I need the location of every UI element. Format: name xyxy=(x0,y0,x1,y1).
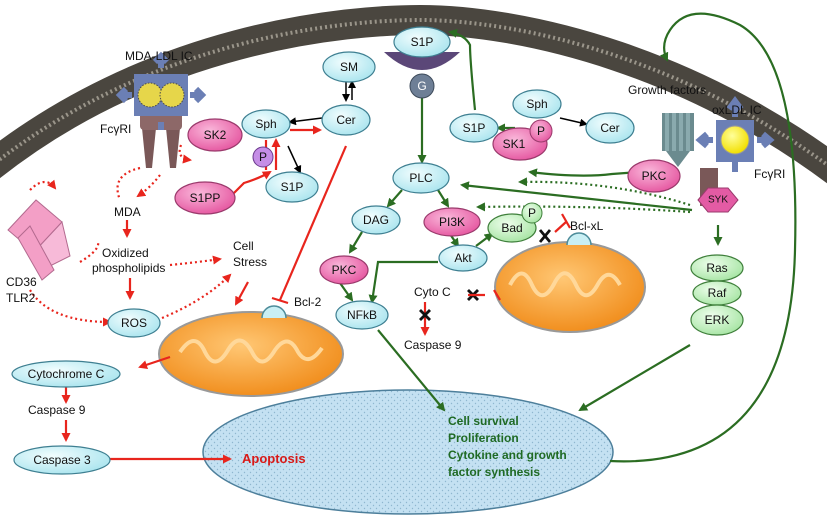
svg-text:ROS: ROS xyxy=(121,316,147,330)
outcome-line-3: Cytokine and growth xyxy=(448,448,567,462)
svg-text:ERK: ERK xyxy=(705,313,730,327)
svg-text:DAG: DAG xyxy=(363,213,389,227)
svg-text:S1P: S1P xyxy=(463,121,486,135)
label-cell: Cell xyxy=(233,239,254,253)
svg-text:PLC: PLC xyxy=(409,171,433,185)
svg-text:PKC: PKC xyxy=(642,169,667,183)
label-oxidized: Oxidized xyxy=(102,246,149,260)
node-pkc-right: PKC xyxy=(627,159,681,193)
svg-text:G: G xyxy=(417,79,426,93)
label-oxldl-ic: oxLDL IC xyxy=(712,103,762,117)
node-nfkb: NFkB xyxy=(335,300,389,330)
svg-text:S1P: S1P xyxy=(411,35,434,49)
svg-text:Bad: Bad xyxy=(501,221,522,235)
black-arrows xyxy=(287,80,588,174)
node-sph-left: Sph xyxy=(241,109,291,139)
red-arrows xyxy=(29,125,567,464)
svg-text:Raf: Raf xyxy=(708,286,727,300)
svg-text:P: P xyxy=(528,206,536,220)
label-bcl-xl: Bcl-xL xyxy=(570,219,604,233)
label-cyto-c: Cyto C xyxy=(414,285,451,299)
node-bad: Bad xyxy=(487,213,537,243)
node-pkc-mid: PKC xyxy=(319,255,369,285)
label-tlr2: TLR2 xyxy=(6,291,36,305)
node-s1pp: S1PP xyxy=(174,181,236,215)
svg-text:Caspase 3: Caspase 3 xyxy=(33,453,91,467)
label-mda: MDA xyxy=(114,205,141,219)
label-bcl2: Bcl-2 xyxy=(294,295,322,309)
node-cytochrome-c: Cytochrome C xyxy=(11,360,121,388)
svg-text:PI3K: PI3K xyxy=(439,215,465,229)
growth-factor-receptor xyxy=(662,113,694,167)
node-p-left: P xyxy=(252,146,274,168)
svg-text:SK1: SK1 xyxy=(503,137,526,151)
label-apoptosis: Apoptosis xyxy=(242,451,306,466)
node-cer-left: Cer xyxy=(321,104,371,136)
svg-text:S1PP: S1PP xyxy=(190,191,221,205)
node-syk: SYK xyxy=(697,187,739,213)
mitochondrion-left xyxy=(158,305,344,397)
node-caspase3: Caspase 3 xyxy=(13,445,111,475)
node-p-bad: P xyxy=(521,202,543,224)
cd36-tlr2-receptor xyxy=(7,199,71,281)
node-ros: ROS xyxy=(107,308,161,338)
outcome-line-2: Proliferation xyxy=(448,431,519,445)
label-cd36: CD36 xyxy=(6,275,37,289)
node-sk2: SK2 xyxy=(187,118,243,152)
node-ras: Ras xyxy=(690,254,744,282)
node-sph-right: Sph xyxy=(512,89,562,119)
label-fcgri-left: FcγRI xyxy=(100,122,131,136)
svg-text:Cer: Cer xyxy=(336,113,355,127)
svg-text:S1P: S1P xyxy=(281,180,304,194)
svg-text:SM: SM xyxy=(340,60,358,74)
label-fcgri-right: FcγRI xyxy=(754,167,785,181)
svg-text:Cytochrome C: Cytochrome C xyxy=(28,367,105,381)
green-arrows xyxy=(339,12,797,463)
label-phospholipids: phospholipids xyxy=(92,261,165,275)
node-p-sk1: P xyxy=(529,119,553,143)
svg-text:Sph: Sph xyxy=(526,97,547,111)
svg-text:Sph: Sph xyxy=(255,117,276,131)
svg-text:NFkB: NFkB xyxy=(347,308,377,322)
svg-text:P: P xyxy=(259,150,267,164)
outcome-line-1: Cell survival xyxy=(448,414,519,428)
node-s1p-left: S1P xyxy=(265,171,319,203)
node-raf: Raf xyxy=(692,280,742,306)
svg-text:Akt: Akt xyxy=(454,251,472,265)
node-erk: ERK xyxy=(690,304,744,336)
label-growth-factors: Growth factors xyxy=(628,83,706,97)
node-cer-right: Cer xyxy=(585,112,635,144)
label-stress: Stress xyxy=(233,255,267,269)
svg-text:SYK: SYK xyxy=(708,195,728,206)
svg-text:Cer: Cer xyxy=(600,121,619,135)
svg-text:PKC: PKC xyxy=(332,263,357,277)
svg-text:Ras: Ras xyxy=(706,261,727,275)
node-s1p-right: S1P xyxy=(449,113,499,143)
svg-text:P: P xyxy=(537,124,545,138)
inhibition-marks xyxy=(493,213,571,301)
node-plc: PLC xyxy=(392,162,450,194)
svg-text:SK2: SK2 xyxy=(204,128,227,142)
label-mda-ldl-ic: MDA-LDL IC xyxy=(125,49,193,63)
node-g-protein: G xyxy=(409,73,435,99)
nucleus xyxy=(202,389,614,515)
node-sm: SM xyxy=(322,51,376,83)
node-s1p-receptor: S1P xyxy=(393,26,451,58)
outcome-line-4: factor synthesis xyxy=(448,465,540,479)
fcgri-receptor-left xyxy=(115,51,207,168)
label-caspase9-left: Caspase 9 xyxy=(28,403,86,417)
node-pi3k: PI3K xyxy=(423,207,481,237)
s1p-receptor xyxy=(384,52,460,70)
mitochondrion-right xyxy=(494,232,646,333)
label-caspase9-mid: Caspase 9 xyxy=(404,338,462,352)
node-dag: DAG xyxy=(351,205,401,235)
node-akt: Akt xyxy=(438,244,488,272)
